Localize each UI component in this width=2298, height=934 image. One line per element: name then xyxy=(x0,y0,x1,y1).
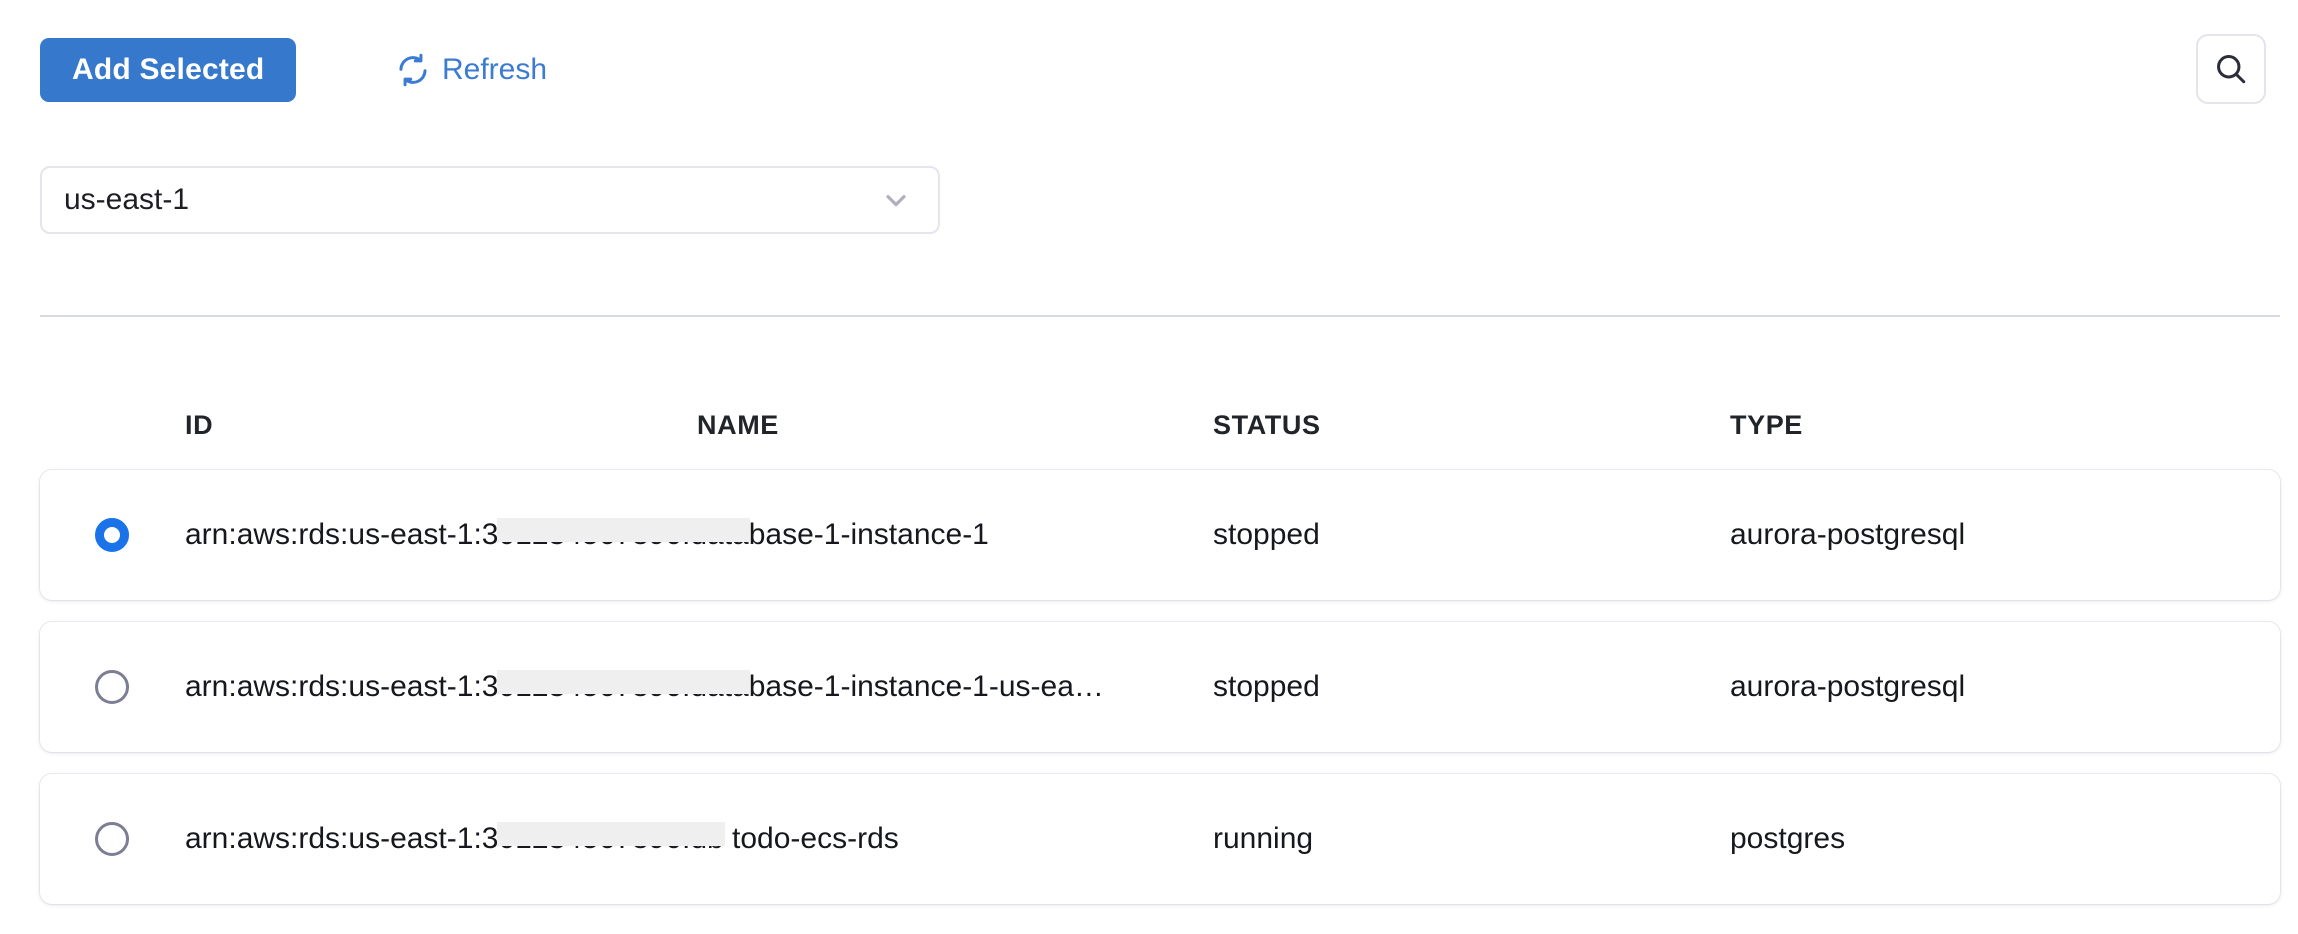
radio-indicator xyxy=(95,670,129,704)
row-cell-status: running xyxy=(1213,822,1314,855)
column-header-name: NAME xyxy=(697,410,779,440)
arn-redacted: 01234567890:data xyxy=(497,518,751,551)
row-cell-type: aurora-postgresql xyxy=(1730,518,1966,551)
row-cell-status: stopped xyxy=(1213,518,1320,551)
refresh-icon xyxy=(396,53,430,87)
row-cell-id: arn:aws:rds:us-east-1:301234567890:datab… xyxy=(185,518,989,552)
row-radio-button[interactable] xyxy=(95,822,129,856)
arn-suffix: base-1-instance-1 xyxy=(748,518,989,551)
row-cell-id: arn:aws:rds:us-east-1:301234567890:datab… xyxy=(185,670,1104,704)
row-cell-id: arn:aws:rds:us-east-1:301234567890:db to… xyxy=(185,822,899,856)
toolbar: Add Selected Refresh xyxy=(0,0,2298,130)
radio-indicator xyxy=(95,822,129,856)
column-header-id: ID xyxy=(185,410,214,440)
table-row[interactable]: arn:aws:rds:us-east-1:301234567890:datab… xyxy=(40,622,2280,752)
column-header-status: STATUS xyxy=(1213,410,1321,440)
arn-prefix: arn:aws:rds:us-east-1:3 xyxy=(185,822,499,855)
search-button[interactable] xyxy=(2196,34,2266,104)
arn-prefix: arn:aws:rds:us-east-1:3 xyxy=(185,518,499,551)
table-row[interactable]: arn:aws:rds:us-east-1:301234567890:datab… xyxy=(40,470,2280,600)
region-select-value: us-east-1 xyxy=(64,183,190,216)
search-icon xyxy=(2213,51,2249,87)
chevron-down-icon xyxy=(880,184,938,216)
region-select[interactable]: us-east-1 xyxy=(40,166,940,234)
row-cell-type: aurora-postgresql xyxy=(1730,670,1966,703)
table-header-row: ID NAME STATUS TYPE xyxy=(0,380,2298,470)
column-header-type: TYPE xyxy=(1730,410,1803,440)
refresh-button[interactable]: Refresh xyxy=(396,38,547,102)
row-radio-button[interactable] xyxy=(95,670,129,704)
row-cell-type: postgres xyxy=(1730,822,1846,855)
row-cell-status: stopped xyxy=(1213,670,1320,703)
arn-suffix: todo-ecs-rds xyxy=(723,822,899,855)
refresh-label: Refresh xyxy=(442,53,548,86)
row-radio-button[interactable] xyxy=(95,518,129,552)
arn-redacted: 01234567890:db xyxy=(497,822,725,855)
table-body: arn:aws:rds:us-east-1:301234567890:datab… xyxy=(0,470,2298,904)
add-selected-button[interactable]: Add Selected xyxy=(40,38,297,102)
arn-redacted: 01234567890:data xyxy=(497,670,751,703)
arn-suffix: base-1-instance-1-us-ea… xyxy=(748,670,1104,703)
table-row[interactable]: arn:aws:rds:us-east-1:301234567890:db to… xyxy=(40,774,2280,904)
radio-indicator xyxy=(95,518,129,552)
resources-table: ID NAME STATUS TYPE arn:aws:rds:us-east-… xyxy=(0,380,2298,926)
arn-prefix: arn:aws:rds:us-east-1:3 xyxy=(185,670,499,703)
section-divider xyxy=(40,315,2280,317)
